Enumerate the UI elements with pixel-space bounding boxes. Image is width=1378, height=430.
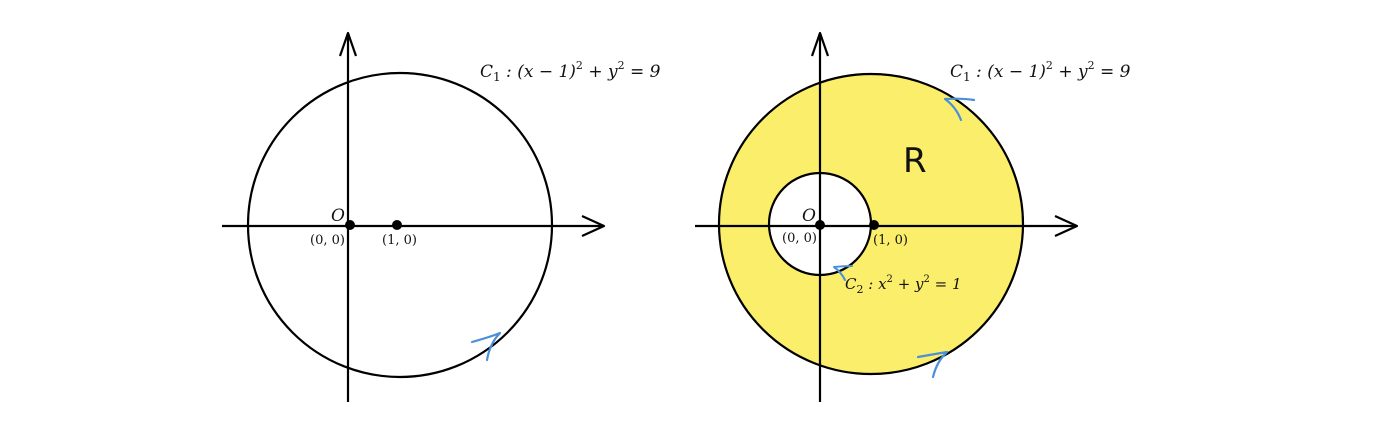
right-c2-orientation-arrow-icon <box>833 265 853 281</box>
right-origin-dot <box>815 220 825 230</box>
left-origin-label: O <box>331 206 345 226</box>
right-panel: R O (0, 0) (1, 0) C1 : (x − 1)2 + y2 = 9… <box>695 31 1131 402</box>
left-x-axis-arrowhead <box>581 214 606 238</box>
right-c2-equation: C2 : x2 + y2 = 1 <box>845 274 962 296</box>
right-x-axis-arrowhead <box>1054 214 1079 238</box>
left-center-dot <box>392 220 402 230</box>
right-origin-label: O <box>802 206 816 226</box>
right-c1-bottom-orientation-arrow-icon <box>916 350 949 379</box>
right-point-coord: (1, 0) <box>873 233 908 248</box>
right-origin-coord: (0, 0) <box>782 231 817 246</box>
left-origin-dot <box>345 220 355 230</box>
left-orientation-arrow-icon <box>470 331 502 362</box>
right-c1-top-orientation-arrow-icon <box>943 97 976 122</box>
right-point-dot <box>869 220 879 230</box>
right-c1-equation: C1 : (x − 1)2 + y2 = 9 <box>950 59 1131 84</box>
right-circle-c1 <box>717 72 1025 376</box>
left-y-axis-arrowhead <box>338 31 358 57</box>
left-origin-coord: (0, 0) <box>310 233 345 248</box>
region-r-label: R <box>903 141 927 181</box>
right-y-axis-arrowhead <box>810 31 830 57</box>
left-panel: O (0, 0) (1, 0) C1 : (x − 1)2 + y2 = 9 <box>222 31 661 402</box>
left-center-coord: (1, 0) <box>382 233 417 248</box>
left-c1-equation: C1 : (x − 1)2 + y2 = 9 <box>480 59 661 84</box>
